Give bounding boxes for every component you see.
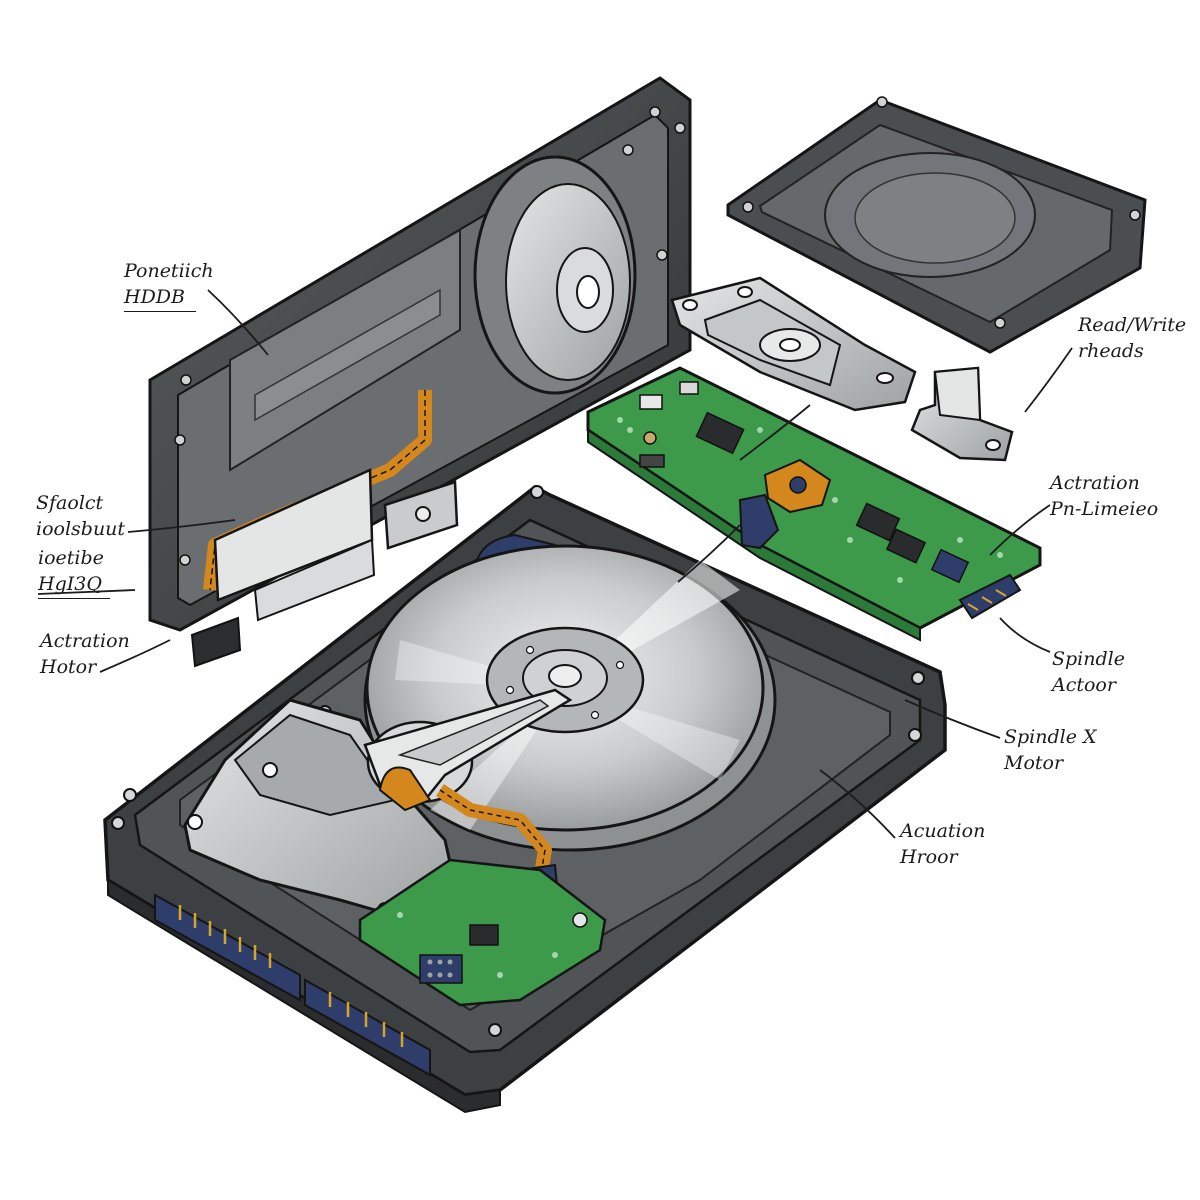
label-read-write-line1: Read/Write [1078, 314, 1187, 336]
label-acuation-hroor-line1: Acuation [900, 820, 986, 842]
label-shaft-subsect-line1: Sfaolct [36, 492, 104, 514]
label-spindle-motor-line1: Spindle X [1004, 726, 1097, 748]
label-loetibe-line2: HgI3Q [38, 571, 110, 599]
label-acuation-hroor: Acuation Hroor [900, 818, 985, 870]
label-spindle-actoor-line1: Spindle [1052, 648, 1125, 670]
hdd-platter-icon [363, 544, 777, 852]
label-read-write-heads: Read/Write rheads [1078, 312, 1186, 364]
label-actuation-left-line2: Hotor [40, 656, 97, 678]
label-loetibe-line1: ioetibe [38, 547, 104, 569]
label-portable-hdd: Ponetiich HDDB [124, 258, 214, 312]
label-actuation-pn: Actration Pn-Limeieo [1050, 470, 1158, 522]
label-portable-hdd-line2: HDDB [124, 284, 196, 312]
label-portable-hdd-line1: Ponetiich [124, 260, 214, 282]
label-read-write-line2: rheads [1078, 340, 1144, 362]
label-actuation-left: Actration Hotor [40, 628, 130, 680]
label-spindle-motor-line2: Motor [1004, 752, 1064, 774]
pcb-icon [358, 858, 607, 1007]
label-actuation-left-line1: Actration [40, 630, 130, 652]
bracket-clip [910, 366, 1014, 462]
label-shaft-subsect-line2: ioolsbuut [36, 518, 126, 540]
label-spindle-actoor: Spindle Actoor [1052, 646, 1125, 698]
callout-lines [37, 289, 1073, 839]
label-acuation-hroor-line2: Hroor [900, 846, 958, 868]
label-shaft-subsect: Sfaolct ioolsbuut [36, 490, 125, 542]
label-actuation-pn-line1: Actration [1050, 472, 1140, 494]
cover-lid [726, 96, 1147, 354]
top-cover-plate [148, 76, 692, 668]
label-loetibe: ioetibe HgI3Q [38, 545, 110, 599]
pcb-board [586, 366, 1042, 642]
sata-connector-icon [154, 893, 301, 1002]
label-spindle-motor: Spindle X Motor [1004, 724, 1097, 776]
actuator-arm-icon [183, 688, 573, 927]
label-actuation-pn-line2: Pn-Limeieo [1050, 498, 1159, 520]
label-spindle-actoor-line2: Actoor [1052, 674, 1116, 696]
bracket-plate [670, 276, 917, 412]
